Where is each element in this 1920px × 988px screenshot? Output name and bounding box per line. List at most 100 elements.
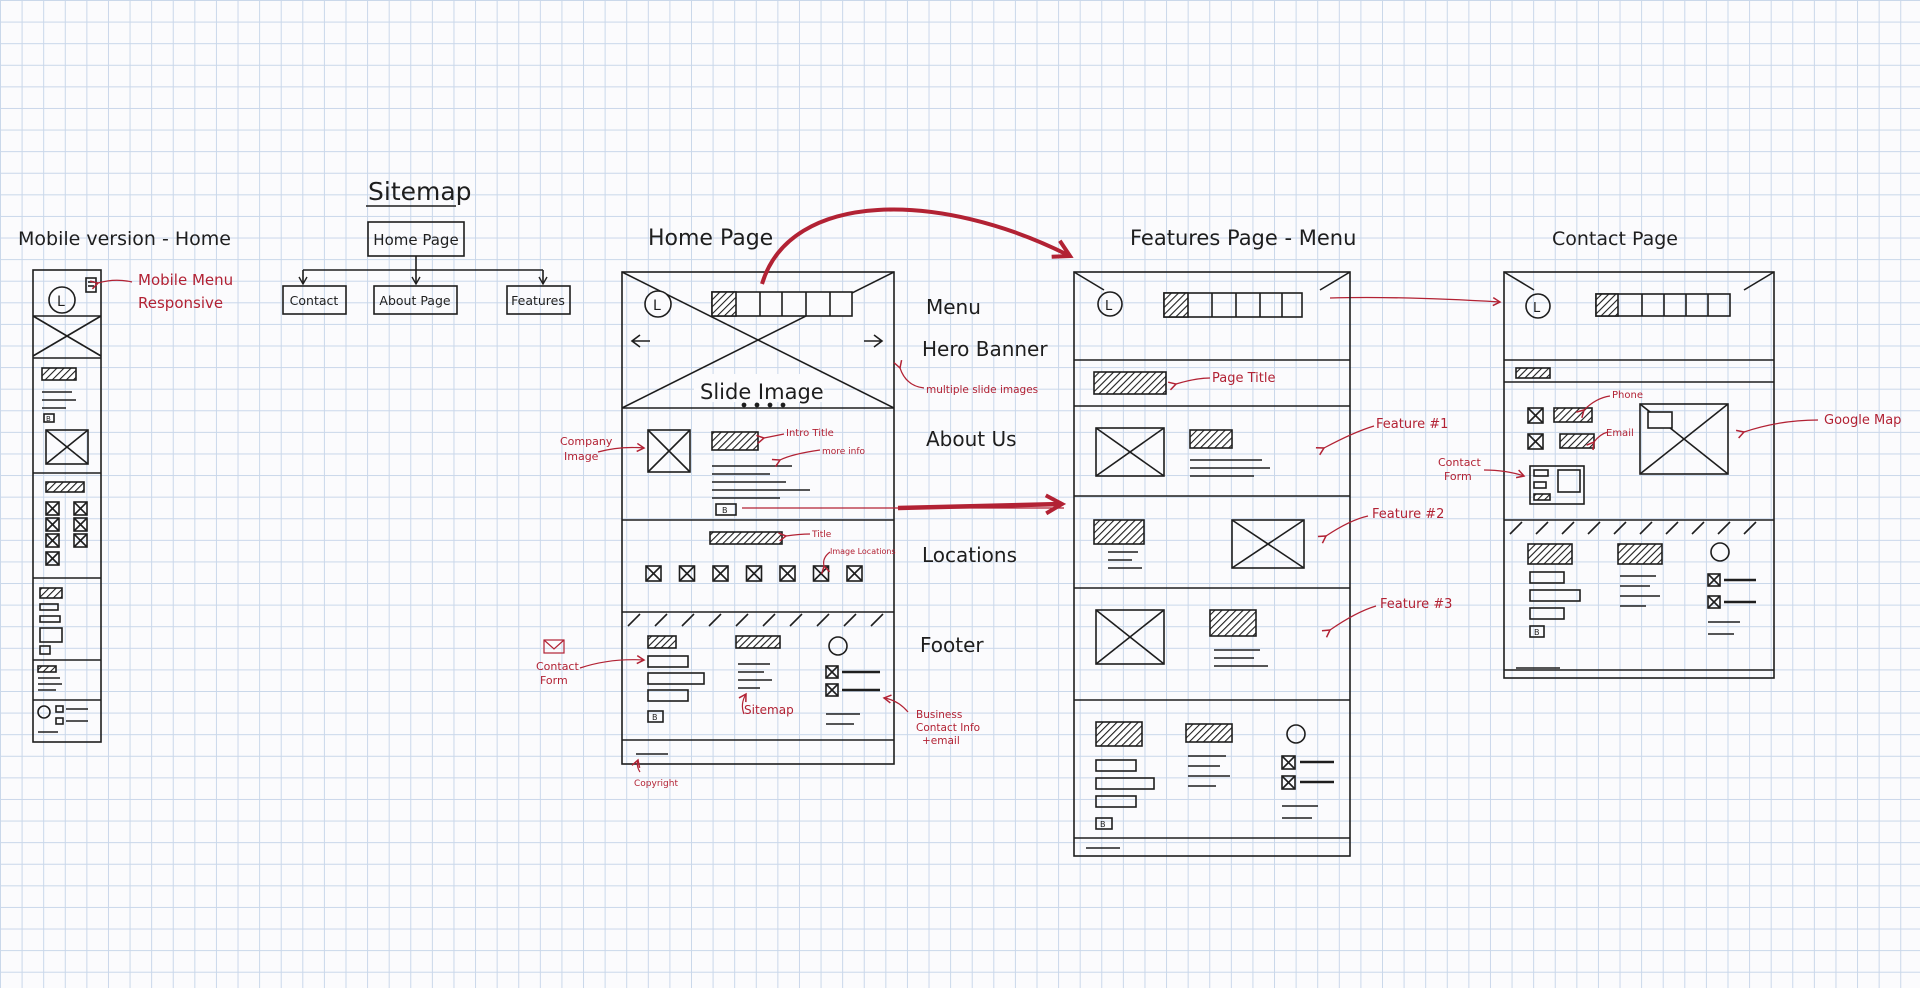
svg-text:Google Map: Google Map xyxy=(1824,413,1901,428)
footer-hatch-mark xyxy=(735,613,749,627)
svg-text:Slide Image: Slide Image xyxy=(700,380,824,404)
location-image-box xyxy=(812,565,830,582)
features-to-contact-arrow xyxy=(1329,296,1502,307)
home-to-features-arrow xyxy=(760,207,1070,285)
svg-text:Business: Business xyxy=(916,709,962,721)
location-image-box xyxy=(779,565,796,582)
svg-text:Feature #3: Feature #3 xyxy=(1380,597,1452,612)
mobile-menu-icon xyxy=(85,277,97,293)
svg-text:Image Locations: Image Locations xyxy=(830,547,896,556)
svg-text:Form: Form xyxy=(540,674,568,687)
footer-hatch-mark xyxy=(1717,521,1731,535)
mobile-wireframe: Mobile version - Home L B xyxy=(18,228,231,743)
mail-icon xyxy=(543,639,565,654)
footer-hatch-mark xyxy=(789,613,803,627)
location-image-box xyxy=(45,551,60,566)
footer-hatch-mark xyxy=(1743,521,1757,535)
sitemap-child-features xyxy=(506,285,571,315)
svg-text:Title: Title xyxy=(811,530,832,540)
svg-text:L: L xyxy=(1105,299,1113,314)
sitemap-child-contact xyxy=(282,285,347,315)
svg-text:Home Page: Home Page xyxy=(373,231,458,249)
footer-hatch-mark xyxy=(843,613,857,627)
mobile-annotation: Mobile Menu Responsive xyxy=(89,271,233,312)
footer-hatch-mark xyxy=(1665,521,1679,535)
features-logo xyxy=(1097,291,1123,317)
sitemap-child-about xyxy=(373,285,458,315)
svg-text:multiple slide images: multiple slide images xyxy=(926,384,1038,396)
svg-text:Company: Company xyxy=(560,435,613,448)
svg-text:Mobile Menu: Mobile Menu xyxy=(138,271,233,289)
footer-hatch-mark xyxy=(1639,521,1653,535)
svg-text:Page Title: Page Title xyxy=(1212,371,1275,386)
location-image-box xyxy=(645,565,662,582)
sitemap-title: Sitemap xyxy=(368,177,472,206)
footer-hatch-mark xyxy=(1587,521,1601,535)
location-image-box xyxy=(846,565,863,582)
svg-text:Contact: Contact xyxy=(536,660,579,673)
svg-text:B: B xyxy=(46,415,51,423)
svg-text:Feature #1: Feature #1 xyxy=(1376,417,1448,432)
svg-text:Phone: Phone xyxy=(1612,390,1643,401)
svg-text:more info: more info xyxy=(822,447,866,457)
features-annotations: Page Title Feature #1 Feature #2 Feature… xyxy=(1167,371,1452,638)
home-annotations: multiple slide images Company Image Intr… xyxy=(536,359,1038,789)
mobile-logo xyxy=(48,286,76,314)
footer-hatch-mark xyxy=(681,613,695,627)
svg-text:B: B xyxy=(722,506,728,515)
svg-text:Feature #2: Feature #2 xyxy=(1372,507,1444,522)
location-image-box xyxy=(73,501,88,516)
contact-logo xyxy=(1525,293,1551,319)
features-wireframe: Features Page - Menu L B xyxy=(1073,226,1356,857)
svg-text:+email: +email xyxy=(922,735,960,747)
contact-wireframe: Contact Page L B xyxy=(1503,228,1775,679)
home-section-labels: Menu Hero Banner About Us Locations Foot… xyxy=(920,295,1048,657)
home-logo xyxy=(644,290,672,318)
svg-text:Image: Image xyxy=(564,450,599,463)
svg-text:About Us: About Us xyxy=(926,427,1017,451)
svg-text:B: B xyxy=(1534,628,1540,637)
home-wireframe: Home Page L Slide Image B B xyxy=(621,226,895,765)
footer-hatch-mark xyxy=(1535,521,1549,535)
mobile-title: Mobile version - Home xyxy=(18,228,231,250)
footer-hatch-mark xyxy=(870,613,884,627)
contact-title: Contact Page xyxy=(1552,228,1678,250)
about-to-features-arrow xyxy=(897,504,1062,508)
footer-hatch-mark xyxy=(816,613,830,627)
location-image-box xyxy=(45,533,60,548)
svg-text:B: B xyxy=(652,713,658,722)
footer-hatch-mark xyxy=(654,613,668,627)
features-title: Features Page - Menu xyxy=(1130,226,1356,250)
location-image-box xyxy=(45,501,60,516)
svg-text:B: B xyxy=(1100,820,1106,829)
svg-text:Menu: Menu xyxy=(926,295,981,319)
contact-annotations: Phone Email Contact Form Google Map xyxy=(1438,390,1901,483)
svg-text:Features: Features xyxy=(511,293,565,308)
footer-hatch-mark xyxy=(627,613,641,627)
location-image-box xyxy=(745,565,763,582)
svg-text:Sitemap: Sitemap xyxy=(744,703,794,717)
svg-text:Locations: Locations xyxy=(922,543,1017,567)
footer-hatch-mark xyxy=(1613,521,1627,535)
location-image-box xyxy=(73,517,88,532)
svg-text:L: L xyxy=(653,298,661,314)
svg-text:Form: Form xyxy=(1444,470,1472,483)
svg-text:Copyright: Copyright xyxy=(634,779,678,789)
footer-hatch-mark xyxy=(1691,521,1705,535)
svg-text:Contact: Contact xyxy=(1438,456,1481,469)
footer-hatch-mark xyxy=(762,613,776,627)
svg-text:Intro Title: Intro Title xyxy=(786,428,834,439)
location-image-box xyxy=(712,565,729,582)
svg-text:Contact Info: Contact Info xyxy=(916,722,980,734)
svg-text:Email: Email xyxy=(1606,428,1634,439)
svg-text:Responsive: Responsive xyxy=(138,294,223,312)
svg-text:Hero Banner: Hero Banner xyxy=(922,337,1048,361)
svg-text:Contact: Contact xyxy=(290,293,339,308)
sitemap: Sitemap Home Page Contact About Page Fea… xyxy=(282,177,571,315)
home-title: Home Page xyxy=(648,226,773,251)
footer-hatch-mark xyxy=(1561,521,1575,535)
location-image-box xyxy=(678,565,696,582)
svg-text:L: L xyxy=(1533,301,1541,316)
flow-arrows xyxy=(742,207,1502,508)
